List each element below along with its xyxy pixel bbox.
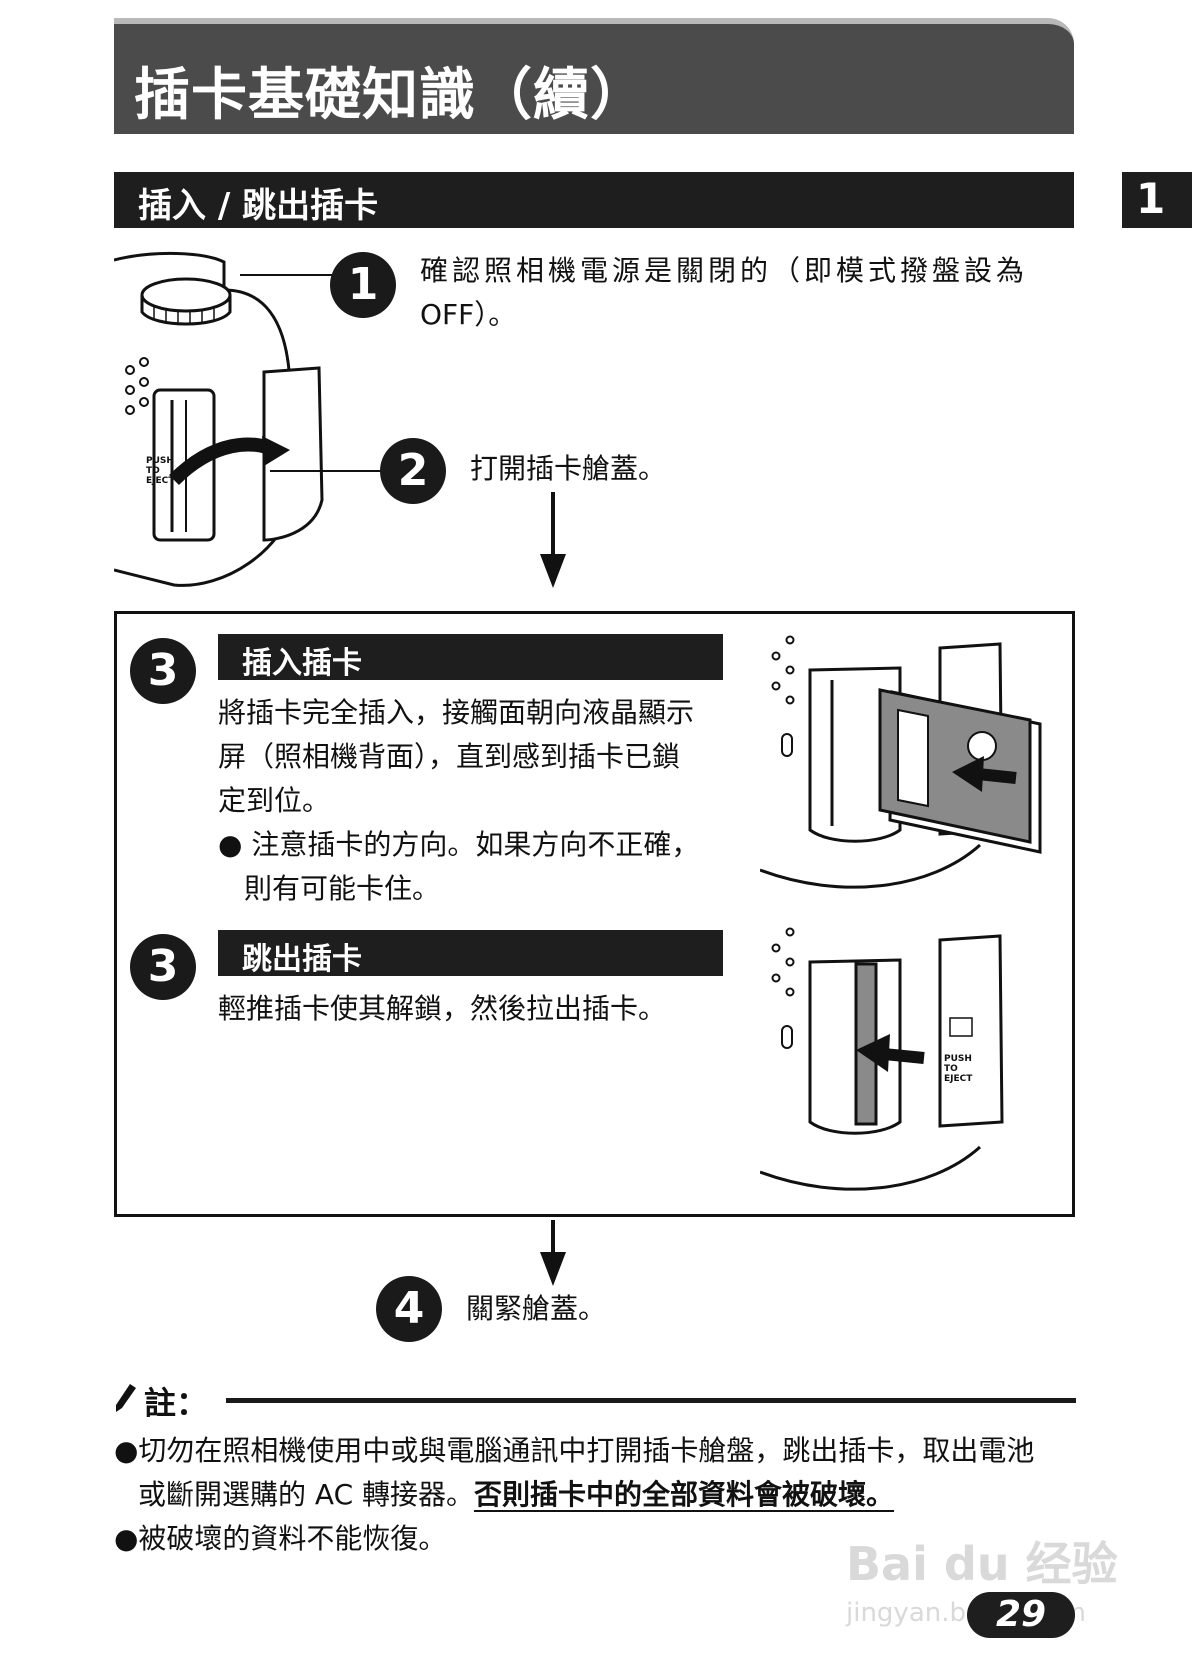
insert-text-line2: 屏（照相機背面），直到感到插卡已鎖: [218, 740, 681, 773]
section-title: 插入 / 跳出插卡: [138, 186, 379, 226]
step-1-text-line1: 確認照相機電源是關閉的（即模式撥盤設為: [420, 254, 1029, 287]
insert-text-line1: 將插卡完全插入，接觸面朝向液晶顯示: [218, 696, 695, 729]
step-2-text: 打開插卡艙蓋。: [470, 452, 667, 485]
insert-text-line3: 定到位。: [218, 784, 331, 817]
note-bullet-1-line2: 或斷開選購的 AC 轉接器。否則插卡中的全部資料會被破壞。: [138, 1472, 894, 1518]
note-bullet-1-plain: 或斷開選購的 AC 轉接器。: [138, 1478, 475, 1511]
insert-card-bar: [218, 634, 723, 680]
step-3-box: [114, 611, 1075, 1217]
insert-bullet-line2: 則有可能卡住。: [244, 872, 441, 905]
eject-text: 輕推插卡使其解鎖，然後拉出插卡。: [218, 992, 667, 1025]
eject-card-bar: [218, 930, 723, 976]
pencil-icon: [116, 1384, 136, 1412]
camera-side-illustration: [114, 251, 324, 587]
note-bullet-2: ●被破壞的資料不能恢復。: [114, 1522, 447, 1555]
page-number: 29: [996, 1594, 1047, 1635]
note-bullet-1-emphasis: 否則插卡中的全部資料會被破壞。: [474, 1478, 895, 1511]
note-label: 註：: [144, 1384, 209, 1422]
step-3-eject-badge: 3: [130, 934, 196, 1000]
step-4-badge: 4: [376, 1276, 442, 1342]
step-4-text: 關緊艙蓋。: [466, 1292, 607, 1325]
chapter-number: 1: [1136, 174, 1166, 223]
chapter-tab: [1122, 172, 1192, 228]
eject-card-title: 跳出插卡: [242, 942, 362, 977]
title-band: [114, 18, 1074, 134]
step-1-badge: 1: [330, 252, 396, 318]
step-3-insert-badge: 3: [130, 638, 196, 704]
card-insert-illustration: [760, 635, 1042, 889]
page-title: 插卡基礎知識（續）: [134, 63, 647, 128]
arrow-down-icon-2: [540, 1220, 566, 1286]
step-2-badge: 2: [380, 438, 446, 504]
step-1-text-line2: OFF）。: [420, 298, 517, 331]
note-bullet-1-line1: ●切勿在照相機使用中或與電腦通訊中打開插卡艙盤，跳出插卡，取出電池: [114, 1434, 1035, 1467]
insert-bullet-line1: ● 注意插卡的方向。如果方向不正確，: [218, 828, 700, 861]
section-bar: [114, 172, 1074, 228]
arrow-down-icon: [540, 492, 566, 588]
insert-card-title: 插入插卡: [242, 646, 362, 681]
card-eject-illustration: [760, 927, 1004, 1191]
leader-line-2: [270, 470, 390, 472]
note-divider: [226, 1398, 1076, 1403]
page-number-pill: [967, 1592, 1075, 1638]
watermark-logo: Bai du 经验: [846, 1537, 1118, 1591]
